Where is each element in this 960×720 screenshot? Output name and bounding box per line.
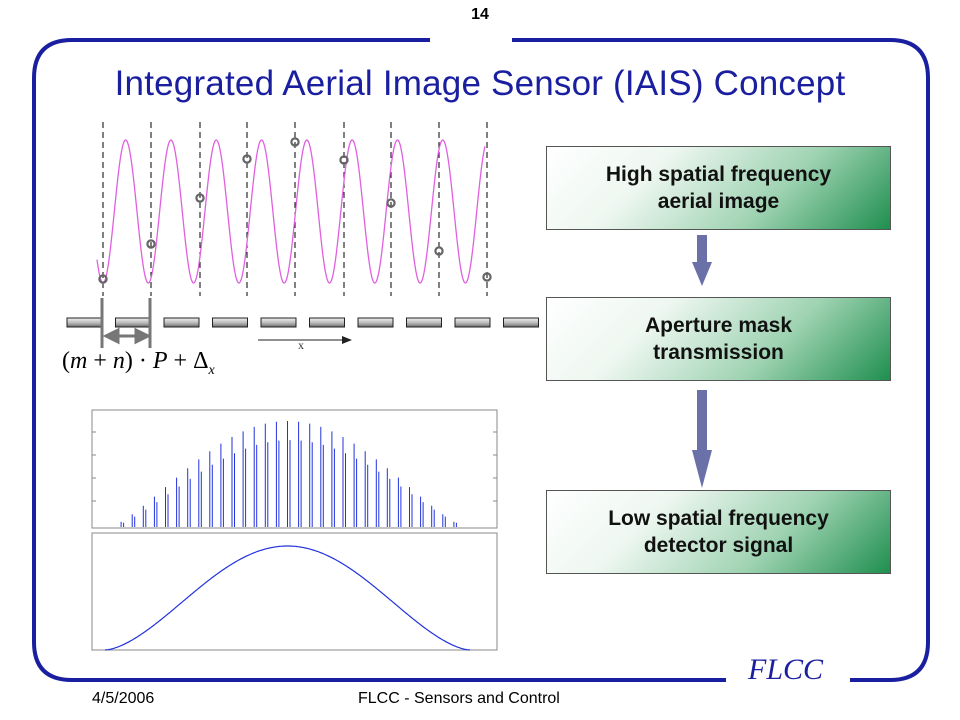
spike-plot-ticks xyxy=(92,431,497,502)
formula-n: n xyxy=(112,348,125,374)
flow-box-aperture-mask: Aperture mask transmission xyxy=(546,297,891,381)
sampling-lines xyxy=(102,122,488,296)
footer-title: FLCC - Sensors and Control xyxy=(358,690,560,707)
footer-date: 4/5/2006 xyxy=(92,690,155,707)
sample-marker xyxy=(98,274,108,284)
slide-title: Integrated Aerial Image Sensor (IAIS) Co… xyxy=(114,64,846,103)
x-axis-label: x xyxy=(298,338,304,352)
arrow-down-icon xyxy=(692,390,712,488)
formula-delta-sub: x xyxy=(208,362,215,378)
flow-box-3-line-1: Low spatial frequency xyxy=(608,507,829,530)
sample-marker xyxy=(146,239,156,249)
slide-number: 14 xyxy=(471,6,489,23)
flow-box-1-line-2: aerial image xyxy=(657,190,780,213)
spike-plot-frame xyxy=(91,409,498,529)
flcc-logo: FLCC xyxy=(748,653,824,686)
mask-bar xyxy=(260,317,297,328)
envelope-plot-frame xyxy=(91,532,498,651)
arrow-down-icon xyxy=(692,235,712,286)
flow-box-2-line-1: Aperture mask xyxy=(644,314,793,337)
flow-box-aerial-image: High spatial frequency aerial image xyxy=(546,146,891,230)
mask-bar xyxy=(406,317,442,328)
flow-box-1-line-1: High spatial frequency xyxy=(605,163,832,186)
mask-bar xyxy=(357,317,394,328)
detector-signal-curve xyxy=(104,545,471,651)
flow-box-3-line-2: detector signal xyxy=(643,534,794,557)
sample-marker xyxy=(195,193,205,203)
sample-marker xyxy=(290,137,300,147)
flow-box-detector-signal: Low spatial frequency detector signal xyxy=(546,490,891,574)
formula-delta: Δ xyxy=(193,348,209,374)
sample-marker xyxy=(242,154,252,164)
mask-bar xyxy=(309,317,345,328)
flow-box-2-line-2: transmission xyxy=(653,341,784,364)
x-axis-arrow xyxy=(258,336,352,344)
mask-bar xyxy=(503,317,539,328)
sample-marker xyxy=(482,272,492,282)
pitch-double-arrow xyxy=(102,327,152,345)
mask-bar xyxy=(212,317,248,328)
sample-marker xyxy=(434,246,444,256)
mask-bar xyxy=(454,317,491,328)
transmitted-signal-spikes xyxy=(120,421,457,527)
aperture-mask xyxy=(66,317,539,328)
sample-markers xyxy=(98,137,492,284)
sample-marker xyxy=(339,155,349,165)
formula-p: P xyxy=(152,348,168,374)
sample-marker xyxy=(386,198,396,208)
mask-bar xyxy=(163,317,200,328)
pitch-formula: (m + n) · P + Δx xyxy=(62,348,215,378)
aerial-image-sine-wave xyxy=(96,139,486,284)
formula-m: m xyxy=(70,348,88,374)
